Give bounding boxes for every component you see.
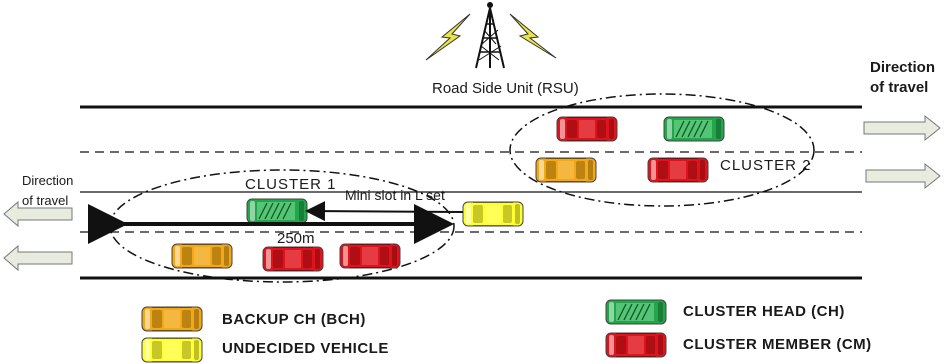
direction-right-line1: Direction bbox=[870, 58, 935, 78]
direction-right-label: Direction of travel bbox=[870, 58, 935, 98]
direction-left-label: Direction of travel bbox=[22, 171, 73, 211]
car-top-view-icon bbox=[172, 244, 232, 268]
car-top-view-icon bbox=[142, 338, 202, 362]
mini-slot-label: Mini slot in L set bbox=[345, 187, 445, 203]
distance-label: 250m bbox=[277, 230, 315, 247]
car-top-view-icon bbox=[142, 307, 202, 331]
cluster-2-label: CLUSTER 2 bbox=[720, 157, 812, 174]
legend-undecided: UNDECIDED VEHICLE bbox=[222, 340, 389, 357]
direction-left-line1: Direction bbox=[22, 171, 73, 191]
rsu-label: Road Side Unit (RSU) bbox=[432, 80, 579, 97]
cluster-1-label: CLUSTER 1 bbox=[245, 176, 337, 193]
legend-cluster-head: CLUSTER HEAD (CH) bbox=[683, 303, 845, 320]
car-top-view-icon bbox=[463, 202, 523, 226]
car-top-view-icon bbox=[648, 158, 708, 182]
car-top-view-icon bbox=[606, 333, 666, 357]
direction-right-line2: of travel bbox=[870, 78, 935, 98]
radio-tower-icon bbox=[476, 2, 504, 68]
cluster-2-boundary bbox=[510, 94, 814, 206]
car-top-view-icon bbox=[536, 158, 596, 182]
car-top-view-icon bbox=[606, 300, 666, 324]
car-top-view-icon bbox=[247, 199, 307, 223]
hollow-arrow-icon bbox=[864, 116, 940, 140]
hollow-arrow-icon bbox=[4, 246, 72, 270]
car-top-view-icon bbox=[340, 244, 400, 268]
hollow-arrow-icon bbox=[866, 164, 940, 188]
car-top-view-icon bbox=[664, 117, 724, 141]
legend-cluster-member: CLUSTER MEMBER (CM) bbox=[683, 336, 872, 353]
legend-backup-ch: BACKUP CH (BCH) bbox=[222, 311, 366, 328]
car-top-view-icon bbox=[263, 247, 323, 271]
direction-left-line2: of travel bbox=[22, 191, 73, 211]
mini-slot-arrow bbox=[309, 211, 463, 212]
car-top-view-icon bbox=[557, 117, 617, 141]
